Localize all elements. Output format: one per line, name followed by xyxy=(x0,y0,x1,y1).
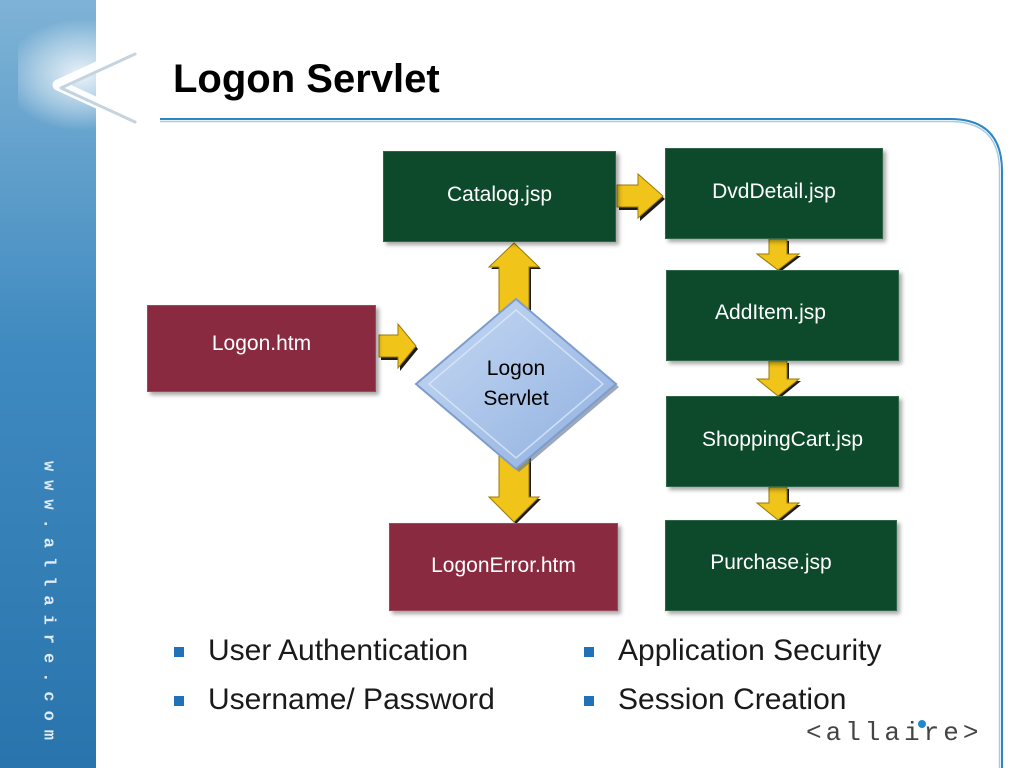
node-logon-error: LogonError.htm xyxy=(389,523,618,611)
servlet-label-line1: Logon xyxy=(486,357,546,380)
allaire-logo: <allaire> xyxy=(806,718,978,758)
node-shoppingcart: ShoppingCart.jsp xyxy=(666,396,899,487)
bullet-item: Session Creation xyxy=(581,679,881,728)
bracket-logo-icon xyxy=(52,45,138,125)
bullet-item: Application Security xyxy=(581,630,881,679)
node-dvddetail-label: DvdDetail.jsp xyxy=(712,179,836,203)
servlet-label: Logon Servlet xyxy=(413,296,619,472)
square-bullet-icon xyxy=(174,696,184,706)
node-logon-htm: Logon.htm xyxy=(147,305,376,392)
sidebar-band: www.allaire.com xyxy=(0,0,158,768)
node-purchase: Purchase.jsp xyxy=(665,520,897,611)
node-logon-htm-label: Logon.htm xyxy=(211,331,312,355)
allaire-logo-text: <allaire> xyxy=(806,718,983,748)
bullet-text: User Authentication xyxy=(208,634,469,667)
bullet-item: Username/ Password xyxy=(171,679,495,728)
square-bullet-icon xyxy=(584,647,594,657)
bullet-list-left: User Authentication Username/ Password xyxy=(171,630,495,728)
node-purchase-label: Purchase.jsp xyxy=(710,550,832,574)
arrow-cart-to-purchase xyxy=(755,486,801,522)
logo-dot-icon xyxy=(918,720,926,728)
bullet-text: Application Security xyxy=(618,634,882,667)
square-bullet-icon xyxy=(584,696,594,706)
bullet-text: Username/ Password xyxy=(208,683,495,716)
node-dvddetail: DvdDetail.jsp xyxy=(665,148,883,239)
arrow-catalog-to-dvddetail xyxy=(616,172,665,221)
node-additem-label: AddItem.jsp xyxy=(715,300,826,324)
servlet-label-line2: Servlet xyxy=(483,387,549,410)
bullet-item: User Authentication xyxy=(171,630,495,679)
servlet-diamond-shape xyxy=(414,297,619,472)
bullet-text: Session Creation xyxy=(618,683,847,716)
bullet-list-right: Application Security Session Creation xyxy=(581,630,881,728)
arrow-dvddetail-to-additem xyxy=(755,238,801,272)
square-bullet-icon xyxy=(174,647,184,657)
arrow-logon-to-servlet xyxy=(378,322,418,371)
node-additem: AddItem.jsp xyxy=(666,270,899,361)
node-catalog-label: Catalog.jsp xyxy=(446,182,553,206)
node-catalog: Catalog.jsp xyxy=(383,151,616,242)
node-logon-error-label: LogonError.htm xyxy=(431,553,576,577)
arrow-additem-to-cart xyxy=(755,360,801,398)
page-title: Logon Servlet xyxy=(173,57,440,101)
node-logon-servlet: Logon Servlet xyxy=(413,296,619,472)
node-shoppingcart-label: ShoppingCart.jsp xyxy=(701,427,864,451)
